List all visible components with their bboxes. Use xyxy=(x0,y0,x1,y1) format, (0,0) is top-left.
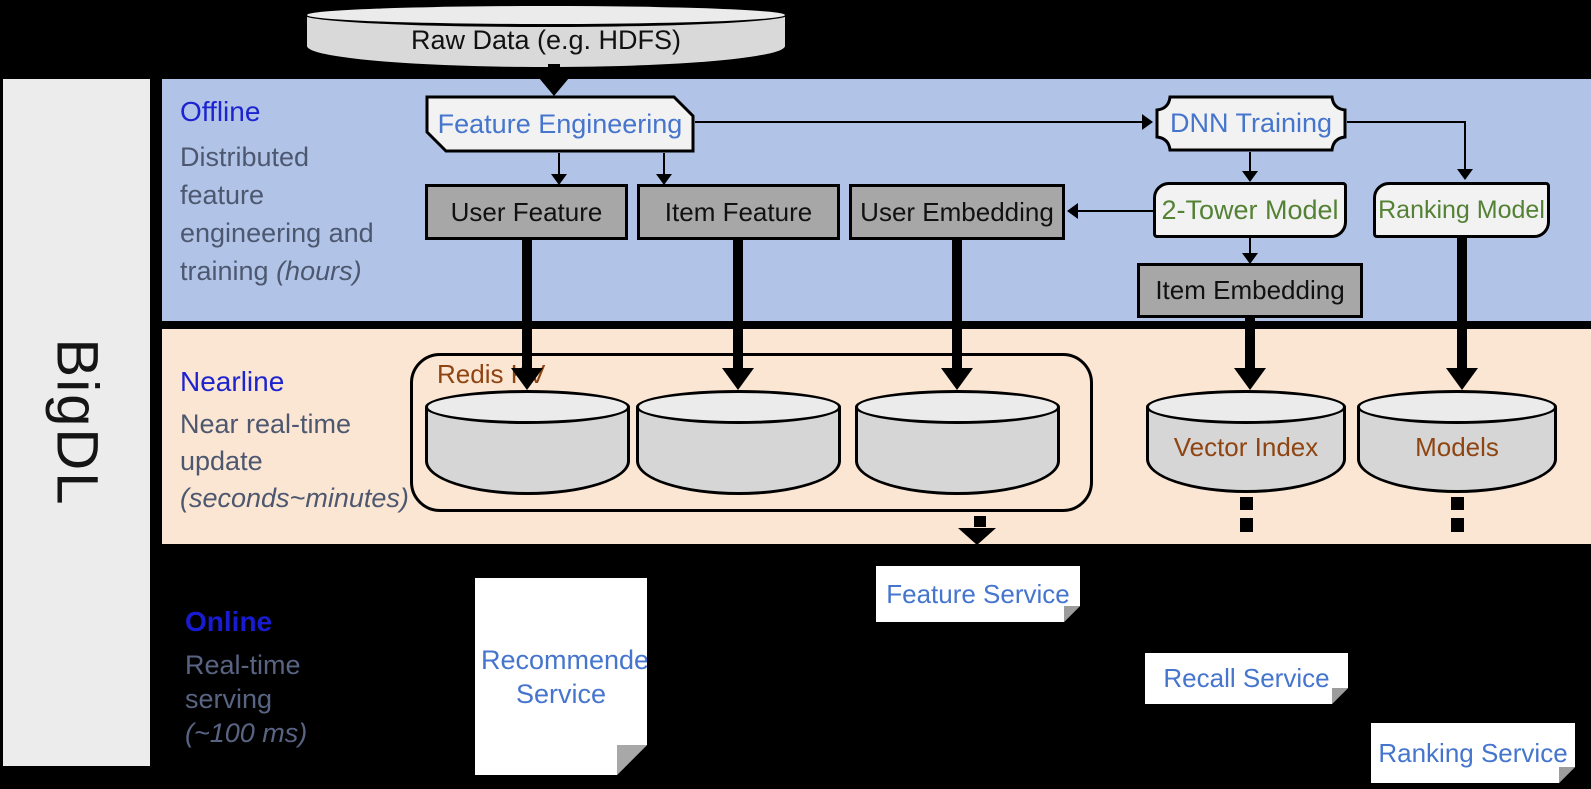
item-feature-store-arrowhead-icon xyxy=(722,368,754,390)
ranking-model-box: Ranking Model xyxy=(1373,182,1550,238)
redis-cylinder-2 xyxy=(636,390,841,495)
two-tower-to-item-embedding-line xyxy=(1249,238,1251,254)
nearline-subtitle-line3: (seconds~minutes) xyxy=(180,483,409,513)
feature-service-label: Feature Service xyxy=(886,578,1070,609)
feature-engineering-box: Feature Engineering xyxy=(425,95,695,153)
online-subtitle-line2: serving xyxy=(185,684,273,714)
raw-data-arrow-line xyxy=(548,64,560,80)
recommender-service-label: Recommender Service xyxy=(481,644,659,709)
item-embedding-store-arrowhead-icon xyxy=(1234,368,1266,390)
page-fold-icon xyxy=(1064,606,1080,622)
ranking-service-dash-2 xyxy=(1451,518,1464,532)
user-embedding-store-line xyxy=(952,240,962,368)
item-feature-box: Item Feature xyxy=(637,184,840,240)
feature-service-dash xyxy=(974,516,986,527)
dnn-to-two-tower-arrowhead-icon xyxy=(1242,171,1258,182)
fe-to-item-feature-arrowhead-icon xyxy=(656,174,672,185)
fe-to-user-feature-arrowhead-icon xyxy=(551,174,567,185)
page-fold-icon xyxy=(617,745,647,775)
nearline-subtitle-line1: Near real-time xyxy=(180,409,352,439)
user-feature-store-line xyxy=(522,240,532,368)
user-embedding-store-arrowhead-icon xyxy=(941,368,973,390)
feature-engineering-label: Feature Engineering xyxy=(437,108,683,139)
raw-data-cylinder: Raw Data (e.g. HDFS) xyxy=(304,3,788,70)
raw-data-cylinder-top xyxy=(304,3,788,27)
ranking-service-card: Ranking Service xyxy=(1371,723,1575,783)
models-cylinder: Models xyxy=(1357,390,1557,493)
dnn-to-two-tower-line xyxy=(1249,152,1251,172)
ranking-model-store-line xyxy=(1457,238,1467,368)
snip-corner-shape-icon xyxy=(425,95,695,153)
online-subtitle: Real-time serving (~100 ms) xyxy=(185,648,445,750)
user-feature-store-arrowhead-icon xyxy=(511,368,543,390)
online-title: Online xyxy=(185,606,273,637)
dnn-training-label: DNN Training xyxy=(1169,108,1333,138)
page-fold-icon xyxy=(1559,767,1575,783)
fe-to-item-feature-line xyxy=(663,153,665,175)
vector-index-label: Vector Index xyxy=(1173,432,1319,462)
bigdl-label: BigDL xyxy=(44,338,110,507)
ranking-service-label: Ranking Service xyxy=(1378,737,1568,768)
feature-service-card: Feature Service xyxy=(876,566,1080,622)
recall-service-card: Recall Service xyxy=(1145,653,1348,704)
recall-service-dash-2 xyxy=(1240,518,1253,532)
nearline-subtitle-line2: update xyxy=(180,446,263,476)
two-tower-model-box: 2-Tower Model xyxy=(1153,182,1347,238)
online-subtitle-line1: Real-time xyxy=(185,650,301,680)
dnn-training-box: DNN Training xyxy=(1155,95,1347,152)
dnn-to-ranking-vline xyxy=(1464,121,1466,170)
fe-to-dnn-line xyxy=(695,121,1142,123)
vector-index-cylinder: Vector Index xyxy=(1146,390,1346,493)
fe-to-user-feature-line xyxy=(558,153,560,175)
ranking-model-store-arrowhead-icon xyxy=(1446,368,1478,390)
feature-service-dashed-arrowhead-icon xyxy=(958,528,996,545)
two-tower-to-user-embedding-line xyxy=(1078,210,1153,212)
redis-cylinder-1 xyxy=(425,390,630,495)
offline-subtitle-line2: feature xyxy=(180,180,265,210)
offline-subtitle-line3: engineering and xyxy=(180,218,374,248)
offline-title: Offline xyxy=(180,96,261,127)
offline-subtitle-line1: Distributed xyxy=(180,142,310,172)
recall-service-dash-1 xyxy=(1240,497,1253,510)
redis-kv-container xyxy=(410,353,1093,512)
raw-data-label: Raw Data (e.g. HDFS) xyxy=(410,25,682,55)
models-label: Models xyxy=(1415,432,1499,462)
redis-cylinder-3 xyxy=(855,390,1060,495)
two-tower-to-item-embedding-arrowhead-icon xyxy=(1242,253,1258,264)
item-embedding-box: Item Embedding xyxy=(1137,263,1363,318)
recall-service-label: Recall Service xyxy=(1163,663,1330,693)
page-fold-icon xyxy=(1332,688,1348,704)
recommender-service-doc: Recommender Service xyxy=(475,578,647,775)
dnn-to-ranking-arrowhead-icon xyxy=(1457,169,1473,180)
fe-to-dnn-arrowhead-icon xyxy=(1142,114,1153,130)
raw-data-arrowhead-icon xyxy=(539,78,569,96)
nearline-subtitle: Near real-time update (seconds~minutes) xyxy=(180,406,440,517)
user-embedding-box: User Embedding xyxy=(849,184,1065,240)
offline-subtitle: Distributed feature engineering and trai… xyxy=(180,138,440,290)
bigdl-sidebar: BigDL xyxy=(3,79,150,766)
item-feature-store-line xyxy=(733,240,743,368)
nearline-title: Nearline xyxy=(180,366,285,397)
plaque-shape-icon xyxy=(1155,95,1347,152)
offline-subtitle-line4: training (hours) xyxy=(180,256,362,286)
user-feature-box: User Feature xyxy=(425,184,628,240)
ranking-service-dash-1 xyxy=(1451,497,1464,510)
online-subtitle-line3: (~100 ms) xyxy=(185,718,308,748)
two-tower-to-user-embedding-arrowhead-icon xyxy=(1067,203,1078,219)
dnn-to-ranking-hline xyxy=(1347,121,1466,123)
item-embedding-store-line xyxy=(1245,318,1255,368)
